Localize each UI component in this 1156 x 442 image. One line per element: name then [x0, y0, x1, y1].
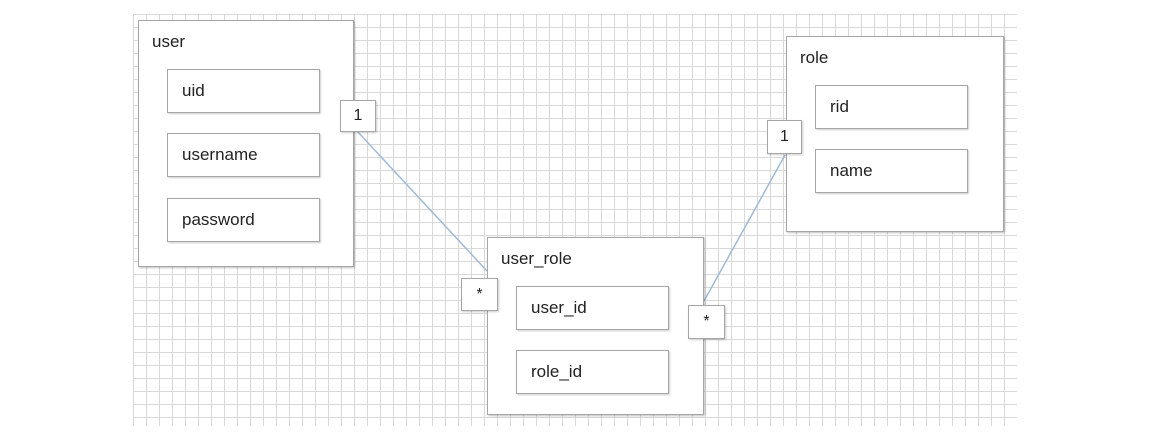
field-user-role-role-id[interactable]: role_id — [516, 350, 669, 394]
field-role-name[interactable]: name — [815, 149, 968, 193]
entity-user-role[interactable]: user_role user_id role_id — [487, 237, 704, 415]
field-user-password[interactable]: password — [167, 198, 320, 242]
entity-role[interactable]: role rid name — [786, 36, 1004, 232]
entity-user-title: user — [152, 32, 186, 51]
multiplicity-user-role-many-right: * — [688, 305, 725, 339]
field-user-username[interactable]: username — [167, 133, 320, 177]
multiplicity-role-one: 1 — [767, 120, 802, 154]
connector-role-rid-to-user-role-role-id-b — [703, 154, 786, 302]
multiplicity-user-one: 1 — [340, 100, 376, 132]
field-role-rid[interactable]: rid — [815, 85, 968, 129]
connector-user-uid-to-user-role-user-id-b — [356, 130, 488, 272]
multiplicity-user-role-many-left: * — [461, 278, 498, 311]
field-user-role-user-id[interactable]: user_id — [516, 286, 669, 330]
entity-user-role-title: user_role — [501, 249, 572, 268]
entity-role-title: role — [800, 48, 829, 67]
field-user-uid[interactable]: uid — [167, 69, 320, 113]
entity-user[interactable]: user uid username password — [138, 20, 354, 267]
